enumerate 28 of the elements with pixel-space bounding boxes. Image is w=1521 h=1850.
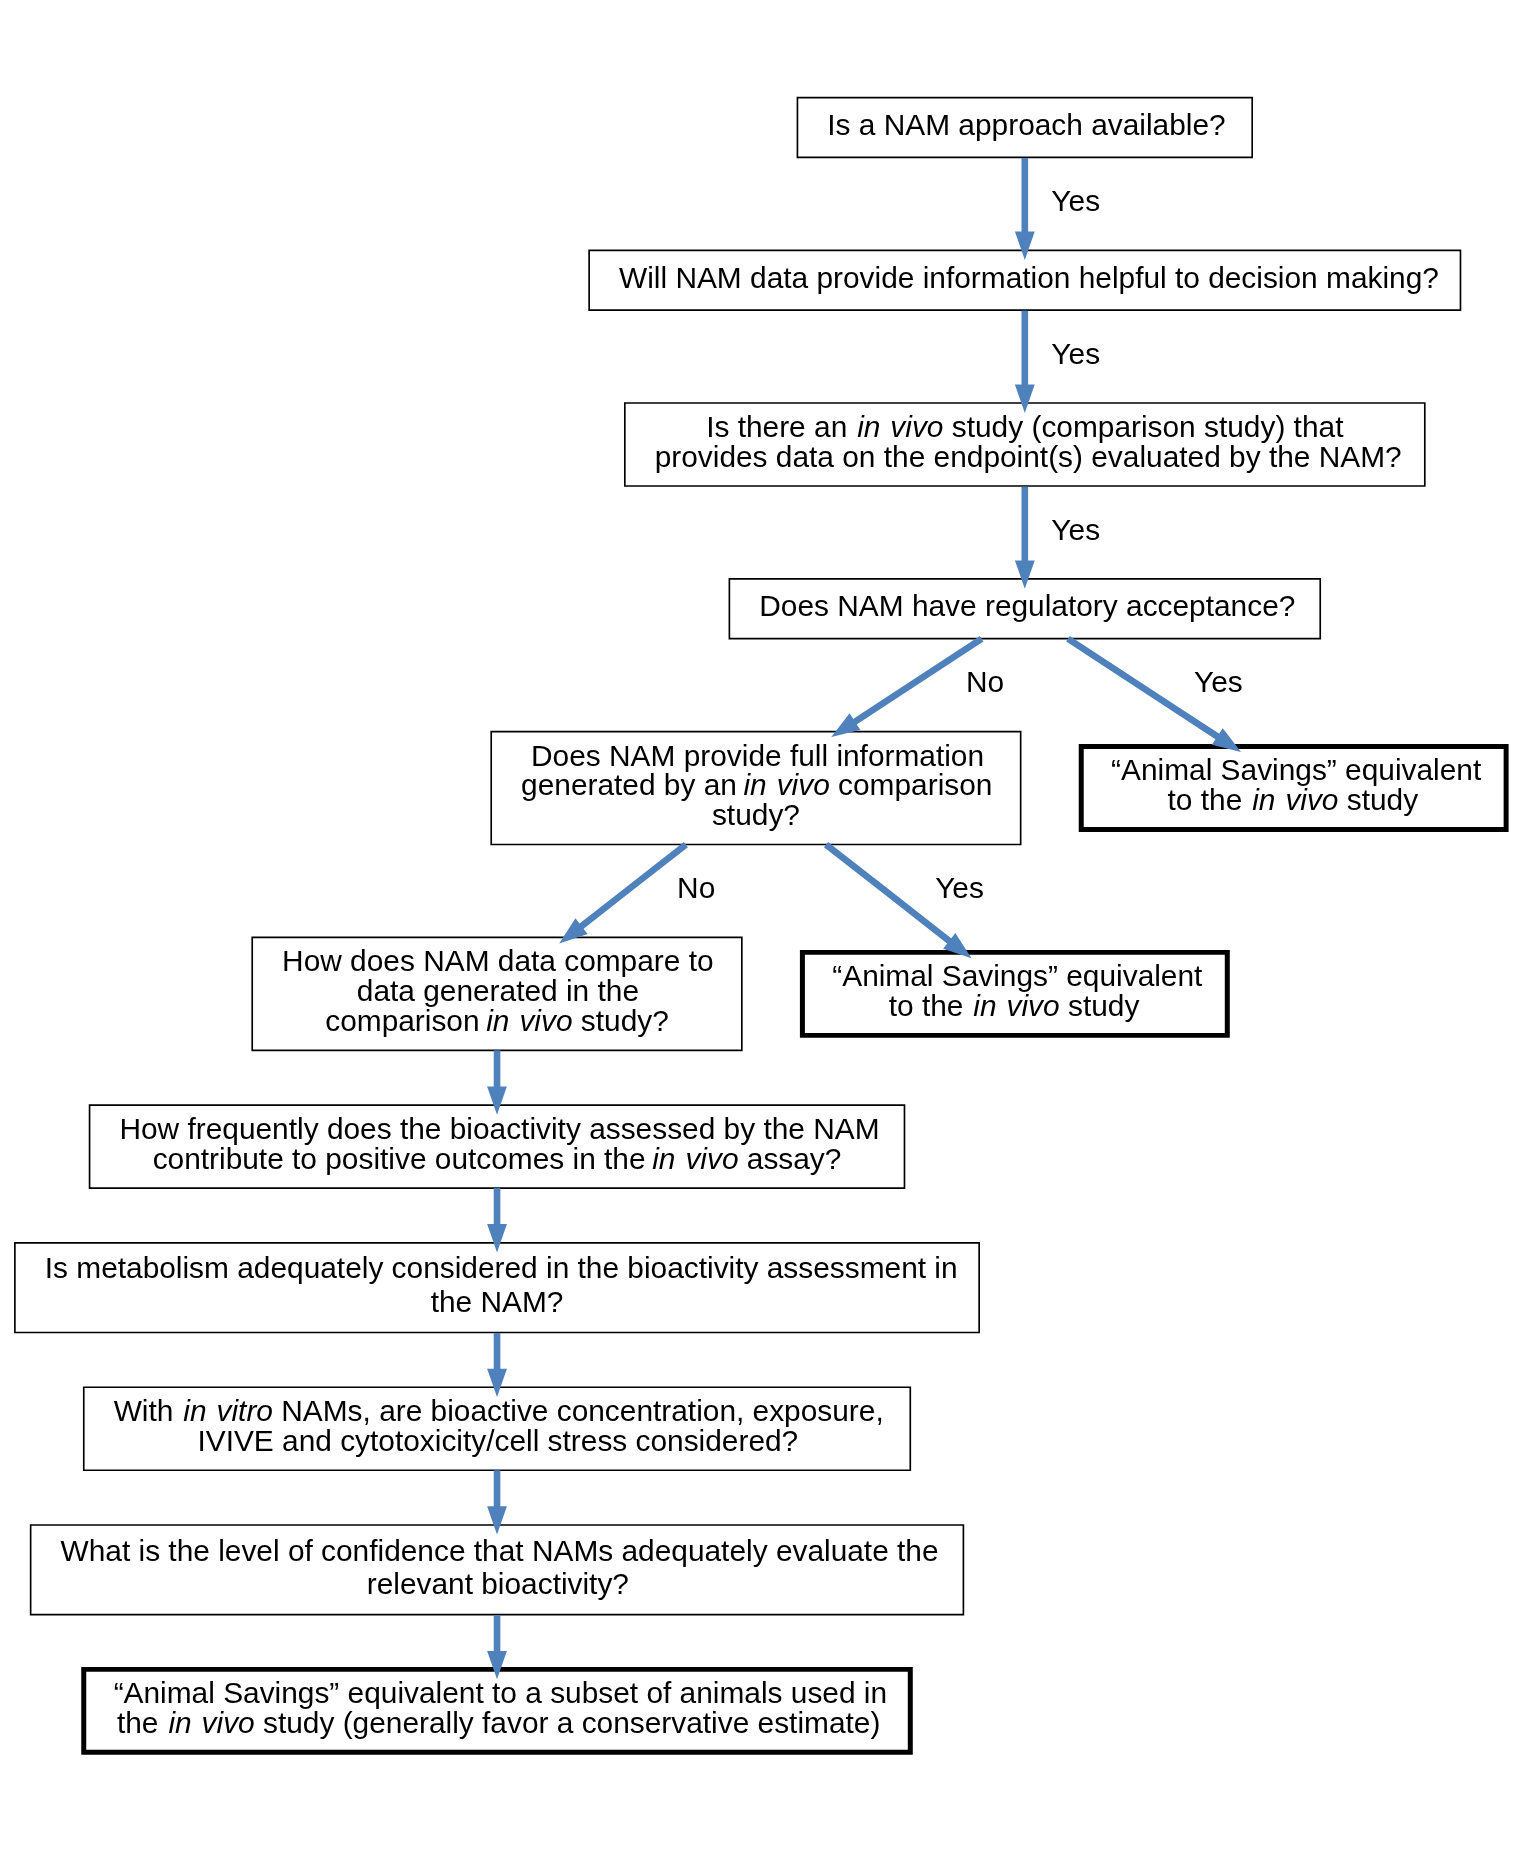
- arrow: [487, 1332, 507, 1398]
- node-box: How frequently does the bioactivity assessed by the NAM contribute to positive outcomes in the in vivo assay?: [88, 1104, 906, 1189]
- edge-label: No: [677, 871, 716, 905]
- arrow: [1014, 310, 1035, 413]
- edge-label: Yes: [1051, 512, 1101, 546]
- arrow: [831, 635, 984, 738]
- arrow: [1014, 486, 1035, 589]
- node-box: “Animal Savings” equivalent to the in vivo study: [1078, 744, 1509, 833]
- edge-label: Yes: [1051, 336, 1101, 370]
- node-box: Does NAM provide full information generated by an in vivo comparison study?: [490, 730, 1022, 846]
- arrow: [559, 841, 688, 944]
- node-box: What is the level of confidence that NAMs adequately evaluate the relevant bioactivity?: [29, 1524, 965, 1616]
- node-box: Is a NAM approach available?: [796, 96, 1253, 159]
- node-box: With in vitro NAMs, are bioactive concentration, exposure, IVIVE and cytotoxicity/cell stress considered?: [82, 1386, 912, 1472]
- node-box: Will NAM data provide information helpful to decision making?: [588, 249, 1462, 311]
- node-box: Is there an in vivo study (comparison study) that provides data on the endpoint(s) evaluated by the NAM?: [624, 402, 1426, 487]
- edge-label: Yes: [1051, 184, 1101, 218]
- edge-label: Yes: [935, 871, 984, 905]
- node-box: “Animal Savings” equivalent to a subset of animals used in the in vivo study (generally favor a conservative estimate): [81, 1666, 913, 1755]
- node-box: How does NAM data compare to data generated in the comparison in vivo study?: [251, 936, 743, 1052]
- node-box: Does NAM have regulatory acceptance?: [728, 578, 1322, 640]
- arrow: [823, 841, 972, 959]
- edge-label: Yes: [1194, 665, 1243, 699]
- node-box: “Animal Savings” equivalent to the in vivo study: [799, 949, 1230, 1038]
- arrow: [1066, 635, 1241, 752]
- arrow: [1014, 157, 1035, 260]
- edge-label: No: [965, 665, 1005, 699]
- node-box: Is metabolism adequately considered in the bioactivity assessment in the NAM?: [14, 1242, 980, 1334]
